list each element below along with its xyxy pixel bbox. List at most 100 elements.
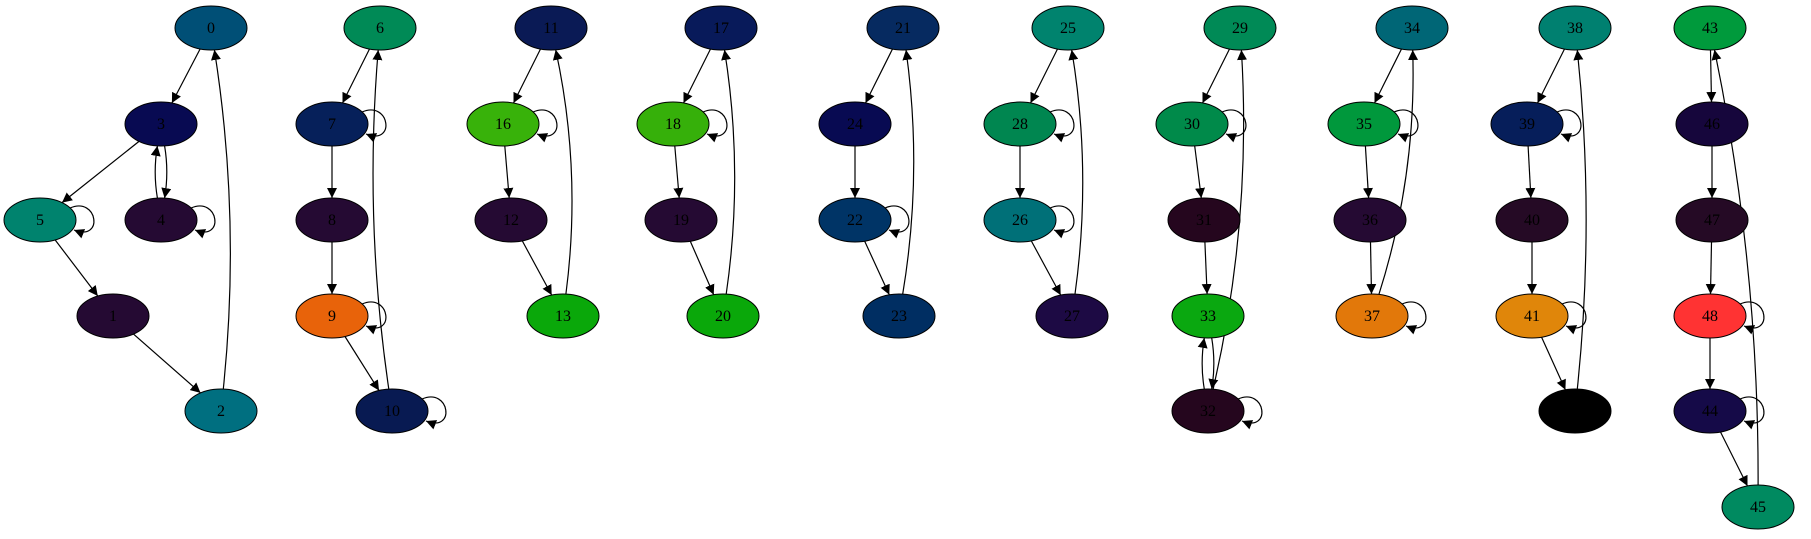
- node-44: 44: [1673, 388, 1747, 434]
- edge-23-to-21: [902, 49, 915, 295]
- node-4: 4: [124, 197, 198, 243]
- node-37: 37: [1335, 293, 1409, 339]
- edge-22-to-23: [864, 240, 890, 296]
- edge-1-to-2: [133, 333, 201, 394]
- node-label: 34: [1404, 20, 1420, 37]
- node-ellipse: [1673, 388, 1747, 434]
- edge-32-to-33: [1197, 337, 1208, 390]
- node-47: 47: [1675, 197, 1749, 243]
- node-8: 8: [295, 197, 369, 243]
- node-ellipse: [1673, 5, 1747, 51]
- node-label: 19: [673, 212, 689, 229]
- self-loop-32: [1237, 396, 1263, 430]
- node-29: 29: [1203, 5, 1277, 51]
- edge-35-to-36: [1362, 145, 1373, 199]
- node-ellipse: [1035, 293, 1109, 339]
- node-ellipse: [174, 5, 248, 51]
- node-34: 34: [1375, 5, 1449, 51]
- node-23: 23: [862, 293, 936, 339]
- node-ellipse: [1675, 197, 1749, 243]
- node-label: 28: [1012, 116, 1028, 133]
- node-0: 0: [174, 5, 248, 51]
- edge-9-to-10: [344, 336, 380, 391]
- node-25: 25: [1031, 5, 1105, 51]
- node-ellipse: [1171, 388, 1245, 434]
- node-ellipse: [866, 5, 940, 51]
- node-label: 31: [1196, 212, 1212, 229]
- node-40: 40: [1495, 197, 1569, 243]
- node-ellipse: [295, 101, 369, 147]
- edge-33-to-32: [1208, 337, 1219, 390]
- node-ellipse: [1333, 197, 1407, 243]
- edge-4-to-3: [150, 145, 161, 199]
- node-ellipse: [76, 293, 150, 339]
- node-label: 26: [1012, 212, 1028, 229]
- node-label: 10: [384, 403, 400, 420]
- node-label: 46: [1704, 116, 1720, 133]
- node-ellipse: [295, 293, 369, 339]
- edge-37-to-34: [1378, 49, 1419, 295]
- self-loop-10: [421, 396, 447, 430]
- node-30: 30: [1155, 101, 1229, 147]
- edge-47-to-48: [1705, 241, 1716, 295]
- node-label: 45: [1750, 499, 1766, 516]
- node-13: 13: [526, 293, 600, 339]
- node-label: 4: [157, 212, 165, 229]
- self-loop-30: [1221, 109, 1247, 143]
- edge-26-to-27: [1030, 240, 1062, 296]
- self-loop-26: [1049, 205, 1075, 239]
- node-label: 47: [1704, 212, 1720, 229]
- self-loop-41: [1561, 301, 1587, 335]
- node-label: 18: [665, 116, 681, 133]
- edge-12-to-13: [521, 240, 553, 296]
- node-ellipse: [1167, 197, 1241, 243]
- node-ellipse: [684, 5, 758, 51]
- node-19: 19: [644, 197, 718, 243]
- node-31: 31: [1167, 197, 1241, 243]
- node-ellipse: [1538, 5, 1612, 51]
- self-loop-48: [1739, 301, 1765, 335]
- node-label: 2: [217, 403, 225, 420]
- edge-30-to-31: [1194, 145, 1206, 199]
- node-label: 7: [328, 116, 336, 133]
- node-label: 23: [891, 308, 907, 325]
- node-1: 1: [76, 293, 150, 339]
- node-46: 46: [1675, 101, 1749, 147]
- node-ellipse: [686, 293, 760, 339]
- edge-39-to-40: [1525, 145, 1536, 199]
- node-label: 0: [207, 20, 215, 37]
- node-5: 5: [3, 197, 77, 243]
- node-label: 16: [495, 116, 511, 133]
- edge-2-to-0: [211, 49, 231, 390]
- edge-31-to-33: [1201, 241, 1212, 295]
- edge-16-to-12: [503, 145, 514, 199]
- node-ellipse: [1675, 101, 1749, 147]
- node-ellipse: [124, 197, 198, 243]
- node-ellipse: [983, 197, 1057, 243]
- node-18: 18: [636, 101, 710, 147]
- edge-3-to-4: [161, 145, 172, 199]
- edge-13-to-11: [552, 49, 573, 295]
- node-label: 35: [1356, 116, 1372, 133]
- node-ellipse: [1171, 293, 1245, 339]
- node-20: 20: [686, 293, 760, 339]
- node-ellipse: [983, 101, 1057, 147]
- node-21: 21: [866, 5, 940, 51]
- node-12: 12: [474, 197, 548, 243]
- self-loop-7: [361, 109, 387, 143]
- edge-34-to-35: [1373, 48, 1403, 104]
- edge-41-to-42: [1541, 336, 1566, 391]
- node-3: 3: [124, 101, 198, 147]
- node-ellipse: [474, 197, 548, 243]
- node-7: 7: [295, 101, 369, 147]
- node-label: 22: [847, 212, 863, 229]
- node-ellipse: [1538, 388, 1612, 434]
- node-10: 10: [355, 388, 429, 434]
- node-16: 16: [466, 101, 540, 147]
- node-22: 22: [818, 197, 892, 243]
- node-label: 38: [1567, 20, 1583, 37]
- node-11: 11: [514, 5, 588, 51]
- self-loop-28: [1049, 109, 1075, 143]
- node-ellipse: [1031, 5, 1105, 51]
